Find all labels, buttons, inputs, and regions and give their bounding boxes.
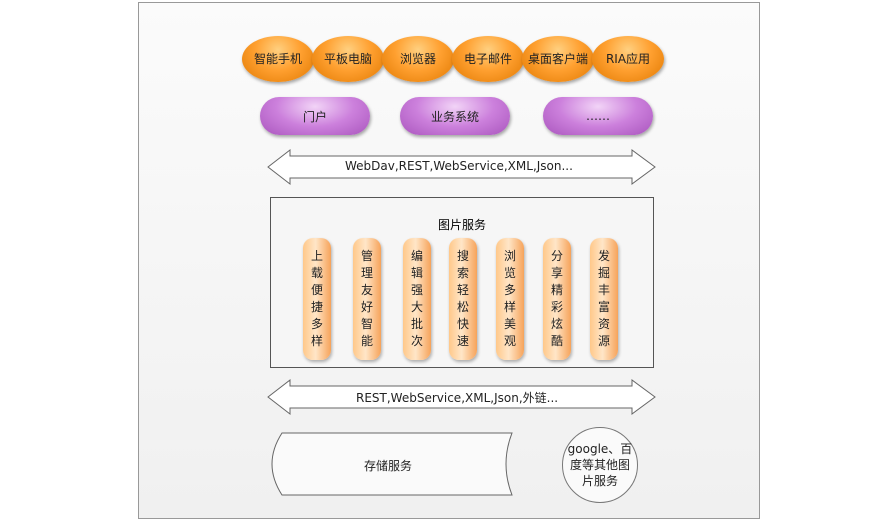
feature-char: 样: [310, 334, 323, 348]
feature-char: 辑: [410, 266, 423, 280]
feature-char: 富: [597, 300, 610, 314]
feature-char: 享: [550, 266, 563, 280]
feature-char: 样: [503, 300, 516, 314]
client-4: 桌面客户端: [522, 36, 594, 82]
feature-char: 轻: [456, 283, 469, 297]
feature-char: 多: [503, 283, 516, 297]
feature-char: 智: [360, 317, 373, 331]
system-0: 门户: [260, 97, 370, 135]
feature-char: 酷: [550, 334, 563, 348]
feature-char: 多: [310, 317, 323, 331]
feature-char: 浏: [503, 249, 516, 263]
feature-char: 能: [360, 334, 373, 348]
feature-2: 编辑强大批次: [403, 238, 431, 360]
feature-char: 快: [456, 317, 469, 331]
feature-char: 分: [550, 249, 563, 263]
feature-char: 强: [410, 283, 423, 297]
feature-4: 浏览多样美观: [496, 238, 524, 360]
feature-char: 载: [310, 266, 323, 280]
feature-6: 发掘丰富资源: [590, 238, 618, 360]
feature-char: 发: [597, 249, 610, 263]
feature-3: 搜索轻松快速: [449, 238, 477, 360]
top-double-arrow: [267, 148, 656, 186]
feature-char: 捷: [310, 300, 323, 314]
external-services-label: google、百度等其他图片服务: [567, 442, 633, 488]
feature-char: 观: [503, 334, 516, 348]
feature-char: 美: [503, 317, 516, 331]
system-2: ……: [543, 97, 653, 135]
bottom-protocols-label: REST,WebService,XML,Json,外链...: [356, 391, 559, 405]
feature-5: 分享精彩炫酷: [543, 238, 571, 360]
bottom-double-arrow: [267, 378, 656, 416]
image-service-title: 图片服务: [437, 218, 486, 232]
system-1: 业务系统: [400, 97, 510, 135]
storage-shape: [271, 432, 513, 496]
feature-char: 索: [456, 266, 469, 280]
storage-label: 存储服务: [364, 459, 413, 473]
client-0: 智能手机: [242, 36, 314, 82]
feature-0: 上载便捷多样: [303, 238, 331, 360]
feature-char: 管: [360, 249, 373, 263]
client-1: 平板电脑: [312, 36, 384, 82]
feature-char: 松: [456, 300, 469, 314]
feature-char: 上: [310, 249, 323, 263]
feature-char: 好: [360, 300, 373, 314]
feature-char: 源: [597, 334, 610, 348]
feature-char: 大: [410, 300, 423, 314]
feature-char: 次: [410, 334, 423, 348]
client-3: 电子邮件: [452, 36, 524, 82]
feature-char: 搜: [456, 249, 469, 263]
feature-char: 友: [360, 283, 373, 297]
top-protocols-label: WebDav,REST,WebService,XML,Json...: [345, 159, 573, 173]
feature-char: 理: [360, 266, 373, 280]
feature-1: 管理友好智能: [353, 238, 381, 360]
feature-char: 掘: [597, 266, 610, 280]
feature-char: 丰: [597, 283, 610, 297]
feature-char: 编: [410, 249, 423, 263]
feature-char: 彩: [550, 300, 563, 314]
feature-char: 资: [597, 317, 610, 331]
feature-char: 览: [503, 266, 516, 280]
feature-char: 批: [410, 317, 423, 331]
client-2: 浏览器: [382, 36, 454, 82]
feature-char: 速: [456, 334, 469, 348]
external-services-circle: google、百度等其他图片服务: [562, 427, 638, 503]
feature-char: 炫: [550, 317, 563, 331]
feature-char: 便: [310, 283, 323, 297]
client-5: RIA应用: [592, 36, 664, 82]
feature-char: 精: [550, 283, 563, 297]
